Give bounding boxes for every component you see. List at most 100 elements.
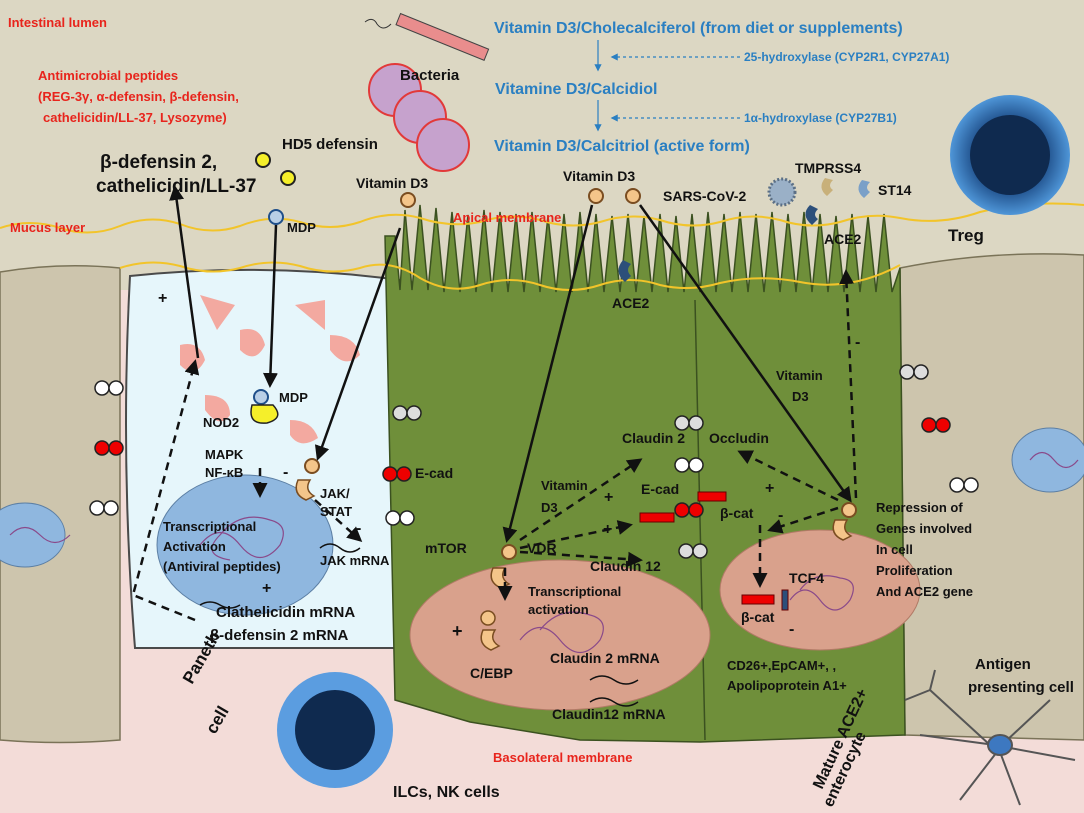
treg-cell (950, 95, 1070, 215)
bcat-mid-label: β-cat (720, 505, 754, 521)
nod2-label: NOD2 (203, 415, 239, 430)
vdr-label: VDR (527, 540, 557, 556)
tcf4-label: TCF4 (789, 570, 824, 586)
amp-line2: cathelicidin/LL-37, Lysozyme) (43, 110, 227, 125)
mdp-bound (253, 389, 269, 405)
repress-2: Genes involved (876, 521, 972, 536)
lumen-background (0, 0, 1084, 290)
antigen-label-1: Antigen (975, 656, 1031, 673)
hd5-defensin-label: HD5 defensin (282, 136, 378, 153)
ace2-mid-label: ACE2 (612, 295, 650, 311)
transc-1: Transcriptional (163, 519, 256, 534)
bcat-low-label: β-cat (741, 609, 775, 625)
right-tissue-nucleus (1011, 427, 1084, 493)
hydrox25-label: 25-hydroxylase (CYP2R1, CYP27A1) (744, 50, 949, 64)
repress-5: And ACE2 gene (876, 584, 973, 599)
ecad-mid-label: E-cad (641, 481, 679, 497)
repress-4: Proliferation (876, 563, 953, 578)
beta-cat-blocks (639, 491, 789, 611)
minus-e: - (789, 621, 794, 638)
st14-label: ST14 (878, 182, 912, 198)
claudin2-label: Claudin 2 (622, 430, 685, 446)
ecad-left-label: E-cad (415, 465, 453, 481)
plus-paneth: + (158, 290, 167, 307)
antigen-label-2: presenting cell (968, 679, 1074, 696)
transc-2: Activation (163, 539, 226, 554)
plus-left: + (452, 621, 463, 641)
vitd3-left-label: Vitamin D3 (356, 175, 428, 191)
minus-c: - (778, 507, 783, 524)
claudin2-mrna-label: Claudin 2 mRNA (550, 650, 660, 666)
plus-c: + (765, 480, 774, 497)
vitamin-d3-molecules (304, 188, 857, 560)
chromatin (9, 451, 1079, 654)
tmprss4-label: TMPRSS4 (795, 160, 861, 176)
dashed-arrows (131, 269, 858, 622)
vitd3-right-1: Vitamin (776, 368, 823, 383)
clath-mrna-label: Clathelicidin mRNA (216, 604, 355, 621)
apolipo-label: Apolipoprotein A1+ (727, 678, 847, 693)
minus-1: - (283, 464, 288, 481)
vd3-chol-label: Vitamin D3/Cholecalciferol (from diet or… (494, 20, 903, 37)
right-enterocyte-nucleus (719, 529, 921, 651)
hd5-defensin-molecules (255, 152, 296, 186)
antigen-presenting-cell (904, 669, 1076, 806)
transc-act-1: Transcriptional (528, 584, 621, 599)
calcitriol-label: Vitamin D3/Calcitriol (active form) (494, 138, 750, 155)
vitd3-mid-2: D3 (541, 500, 558, 515)
blue-arrows (594, 40, 740, 132)
pathway-arrows (169, 185, 852, 543)
claudin12-label: Claudin 12 (590, 558, 661, 574)
mapk-label: MAPK (205, 447, 244, 462)
bdef-label-2: cathelicidin/LL-37 (96, 176, 256, 197)
hydrox1a-label: 1α-hydroxylase (CYP27B1) (744, 111, 897, 125)
amp-line1: (REG-3γ, α-defensin, β-defensin, (38, 89, 239, 104)
plus-b: + (603, 521, 612, 538)
bacteria-label: Bacteria (400, 67, 460, 84)
junctions (89, 364, 979, 559)
left-tissue (0, 265, 121, 744)
apical-membrane-label: Apical membrane (453, 210, 561, 225)
bdef-label-1: β-defensin 2, (100, 152, 217, 173)
vitd3-right-2: D3 (792, 389, 809, 404)
minus-2: - (356, 520, 361, 537)
mdp-cell-label: MDP (279, 390, 308, 405)
left-tissue-nucleus (0, 502, 66, 568)
bdef-mrna-label: β-defensin 2 mRNA (210, 627, 349, 644)
mdp-molecule (268, 209, 284, 225)
transc-act-2: activation (528, 602, 589, 617)
repress-1: Repression of (876, 500, 963, 515)
nfkb-label: NF-κB (205, 465, 243, 480)
apical-line (119, 261, 901, 291)
mdp-top-label: MDP (287, 220, 316, 235)
mtor-label: mTOR (425, 540, 467, 556)
repress-3: In cell (876, 542, 913, 557)
minus-d: - (855, 334, 860, 351)
claudin12-mrna-label: Claudin12 mRNA (552, 706, 666, 722)
mucus-layer-label: Mucus layer (10, 220, 85, 235)
nod2-receptor (250, 404, 279, 424)
vitd3-mid-1: Vitamin (541, 478, 588, 493)
jak-mrna-label: JAK mRNA (320, 553, 390, 568)
intestinal-lumen-label: Intestinal lumen (8, 15, 107, 30)
basolateral-label: Basolateral membrane (493, 750, 632, 765)
occludin-label: Occludin (709, 430, 769, 446)
treg-label: Treg (948, 226, 984, 245)
left-enterocyte-nucleus (409, 559, 711, 711)
jak-stat-2: STAT (320, 504, 352, 519)
transc-3: (Antiviral peptides) (163, 559, 281, 574)
ace2-top-label: ACE2 (824, 231, 862, 247)
ilcs-label: ILCs, NK cells (393, 784, 500, 801)
plus-a: + (604, 489, 613, 506)
jak-stat-1: JAK/ (320, 486, 350, 501)
plus-nuc: + (262, 580, 271, 597)
amp-title: Antimicrobial peptides (38, 68, 178, 83)
sars-label: SARS-CoV-2 (663, 188, 746, 204)
mrna-strands (199, 543, 639, 707)
receptors (618, 178, 870, 282)
granules (180, 295, 360, 444)
sars-cov-2-icon (767, 177, 797, 207)
ilc-nk-cell (277, 672, 393, 788)
cebp-label: C/EBP (470, 665, 513, 681)
